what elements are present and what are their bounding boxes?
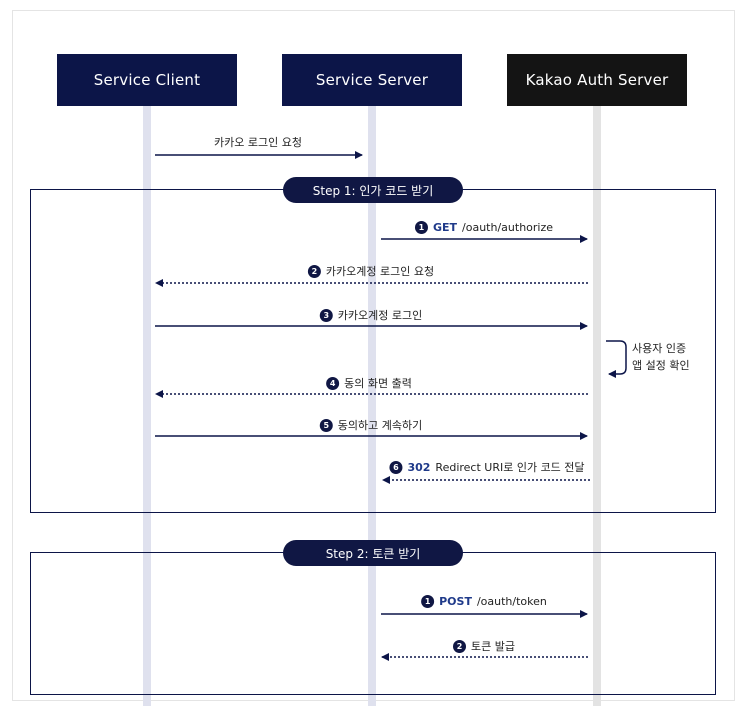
client-box [57, 54, 237, 106]
step2-message-1: 1 POST /oauth/token [421, 595, 547, 608]
message-text: 카카오계정 로그인 요청 [325, 265, 435, 278]
message-text: 동의하고 계속하기 [337, 419, 423, 432]
message-text: /oauth/token [476, 595, 547, 608]
step-number-badge: 1 [421, 595, 435, 608]
self-note: 사용자 인증 앱 설정 확인 [632, 340, 690, 374]
http-status: 302 [407, 460, 431, 474]
step1-message-4: 4 동의 화면 출력 [326, 375, 412, 391]
message-text: 동의 화면 출력 [344, 377, 412, 390]
step1-message-3: 3 카카오계정 로그인 [319, 307, 423, 323]
kakao-box [507, 54, 687, 106]
kakao-label: Kakao Auth Server [525, 71, 669, 89]
http-method: POST [439, 595, 472, 608]
message-text: /oauth/authorize [462, 221, 554, 234]
step-number-badge: 5 [319, 418, 333, 432]
self-note-line-1: 사용자 인증 [632, 342, 687, 355]
step2-pill: Step 2: 토큰 받기 [283, 540, 463, 566]
lifeline-server [368, 106, 376, 706]
client-label: Service Client [93, 71, 201, 89]
lifeline-kakao [593, 106, 601, 706]
step-number-badge: 2 [307, 264, 321, 278]
step1-message-1: 1 GET /oauth/authorize [414, 221, 554, 234]
step-number-badge: 2 [453, 639, 467, 653]
step-number-badge: 4 [326, 376, 340, 390]
step2-message-2: 2 토큰 발급 [453, 638, 515, 654]
step-number-badge: 1 [414, 221, 428, 234]
step1-message-6: 6 302 Redirect URI로 인가 코드 전달 [389, 459, 585, 475]
message-text: 토큰 발급 [471, 640, 515, 653]
step-number-badge: 6 [389, 460, 403, 474]
step1-message-2: 2 카카오계정 로그인 요청 [307, 263, 435, 279]
step1-message-5: 5 동의하고 계속하기 [319, 417, 423, 433]
step1-pill: Step 1: 인가 코드 받기 [283, 177, 463, 203]
server-label: Service Server [315, 71, 429, 89]
self-note-line-2: 앱 설정 확인 [632, 359, 690, 372]
message-text: Redirect URI로 인가 코드 전달 [435, 461, 585, 474]
http-method: GET [432, 221, 458, 234]
message-text: 카카오계정 로그인 [337, 309, 423, 322]
login-request-label: 카카오 로그인 요청 [214, 134, 302, 150]
login-request-text: 카카오 로그인 요청 [214, 136, 302, 149]
server-box [282, 54, 462, 106]
lifeline-client [143, 106, 151, 706]
self-arrow [606, 340, 627, 378]
step-number-badge: 3 [319, 308, 333, 322]
